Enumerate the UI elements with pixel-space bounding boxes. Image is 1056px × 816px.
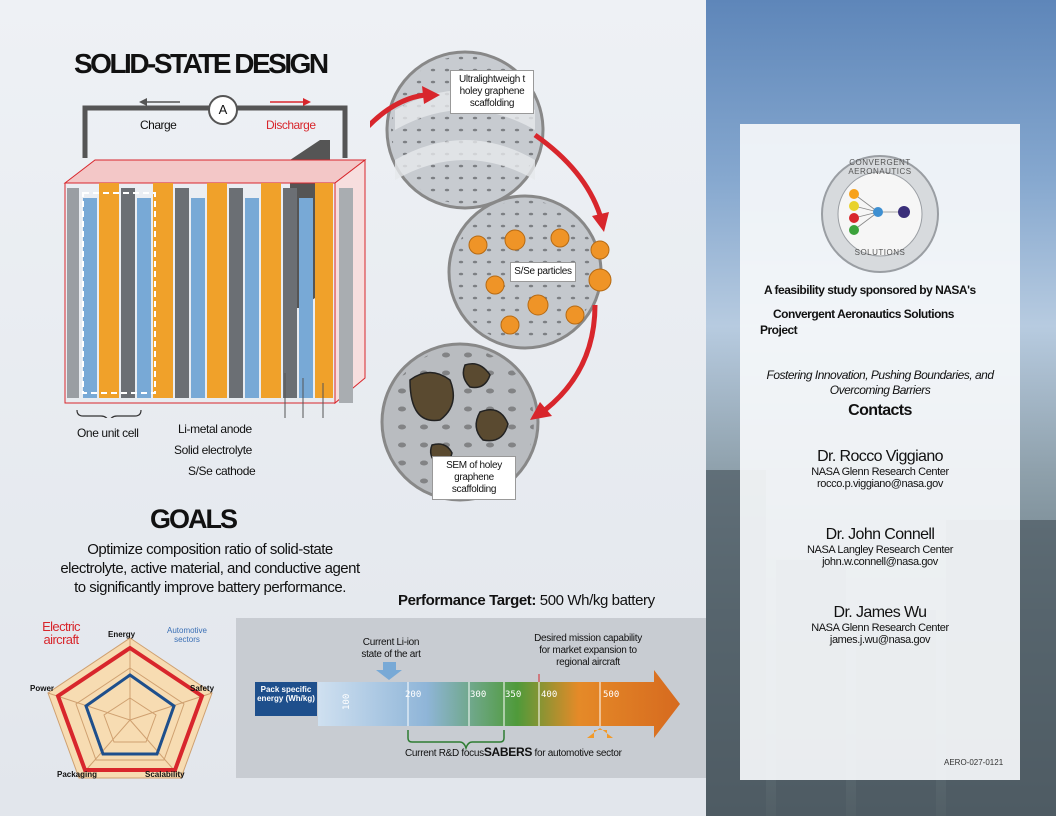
tick-350: 350: [505, 690, 522, 700]
sem-callout: SEM of holey graphene scaffolding: [432, 456, 516, 500]
energy-gradient-bar: [318, 670, 680, 738]
focus-prefix: Current R&D focus: [405, 748, 484, 759]
contact-org: NASA Glenn Research Center: [811, 622, 949, 634]
radar-chart: [47, 637, 213, 779]
unit-cell-label: One unit cell: [77, 426, 139, 440]
leader-electrolyte: [302, 378, 304, 418]
automotive-label: Automotive sectors: [166, 626, 208, 644]
contact-email[interactable]: james.j.wu@nasa.gov: [829, 634, 931, 646]
particles-callout: S/Se particles: [510, 262, 576, 282]
contact-org: NASA Langley Research Center: [807, 544, 953, 556]
charge-label: Charge: [140, 118, 177, 132]
battery-diagram: [63, 95, 367, 418]
contact-email[interactable]: rocco.p.viggiano@nasa.gov: [817, 478, 943, 490]
tick-300: 300: [470, 690, 487, 700]
leader-cathode: [322, 383, 324, 418]
contact-email[interactable]: john.w.connell@nasa.gov: [822, 556, 938, 568]
axis-safety: Safety: [190, 684, 215, 693]
tick-200: 200: [405, 690, 422, 700]
info-panel: CONVERGENT AERONAUTICS SOLUTIONS A feasi…: [740, 124, 1020, 780]
contact-2: Dr. John Connell NASA Langley Research C…: [740, 526, 1020, 568]
arrow-1: [370, 92, 426, 129]
scaffold-callout: Ultralightweigh t holey graphene scaffol…: [450, 70, 534, 114]
unit-cell-outline: [82, 192, 156, 394]
casing-top: [63, 159, 367, 184]
performance-value: 500 Wh/kg battery: [539, 592, 655, 609]
energy-arrow: [318, 662, 680, 751]
particle-spheres: [468, 228, 612, 335]
axis-energy: Energy: [108, 630, 136, 639]
contact-name: Dr. Rocco Viggiano: [817, 448, 943, 465]
document-code: AERO-027-0121: [944, 758, 1004, 767]
axis-power: Power: [30, 684, 55, 693]
focus-suffix: for automotive sector: [534, 748, 622, 759]
target-marker: [587, 728, 613, 738]
arrow-3: [543, 304, 598, 412]
contact-3: Dr. James Wu NASA Glenn Research Center …: [740, 604, 1020, 646]
cell-layers: [67, 183, 353, 403]
goals-title: GOALS: [150, 504, 238, 534]
radar-electric-aircraft: [55, 645, 205, 772]
sem-pores: [409, 363, 509, 465]
focus-bracket: [407, 730, 505, 751]
left-section: SOLID-STATE DESIGN: [0, 0, 706, 816]
pack-energy-label: Pack specific energy (Wh/kg): [255, 682, 317, 716]
contact-1: Dr. Rocco Viggiano NASA Glenn Research C…: [740, 448, 1020, 490]
unit-cell-bracket: [76, 409, 142, 418]
current-liion-label: Current Li-ion state of the art: [361, 637, 421, 660]
tagline: Fostering Innovation, Pushing Boundaries…: [766, 368, 995, 397]
electrolyte-label: Solid electrolyte: [174, 443, 252, 457]
radar-automotive: [84, 673, 176, 756]
study-text: A feasibility study sponsored by NASA's: [764, 283, 976, 297]
tick-500: 500: [603, 690, 620, 700]
discharge-label: Discharge: [266, 118, 316, 132]
ammeter-label: A: [218, 102, 228, 117]
performance-label: Performance Target:: [398, 592, 536, 609]
goals-text: Optimize composition ratio of solid-stat…: [60, 541, 360, 596]
liion-marker: [376, 662, 402, 680]
anode-label: Li-metal anode: [178, 422, 252, 436]
solid-state-title: SOLID-STATE DESIGN: [74, 48, 329, 79]
cathode-label: S/Se cathode: [188, 464, 256, 478]
desired-capability-label: Desired mission capability for market ex…: [534, 633, 642, 668]
project-text: Convergent Aeronautics Solutions Project: [760, 307, 954, 337]
contact-name: Dr. James Wu: [833, 604, 928, 621]
axis-scalability: Scalability: [145, 770, 185, 779]
contact-name: Dr. John Connell: [825, 526, 935, 543]
cas-logo: [821, 155, 939, 273]
focus-label: Current R&D focusSABERS for automotive s…: [405, 746, 635, 760]
arrow-2: [533, 132, 603, 216]
logo-top-text: CONVERGENT AERONAUTICS: [848, 158, 912, 176]
logo-bottom-text: SOLUTIONS: [854, 248, 906, 257]
contact-org: NASA Glenn Research Center: [811, 466, 949, 478]
leader-anode: [284, 373, 286, 418]
ammeter-circle: [208, 95, 238, 125]
tick-400: 400: [541, 690, 558, 700]
performance-target: Performance Target: 500 Wh/kg battery: [398, 592, 655, 609]
focus-brand: SABERS: [483, 745, 533, 759]
contacts-title: Contacts: [848, 402, 912, 419]
electric-aircraft-label: Electric aircraft: [42, 619, 80, 647]
axis-packaging: Packaging: [57, 770, 98, 779]
